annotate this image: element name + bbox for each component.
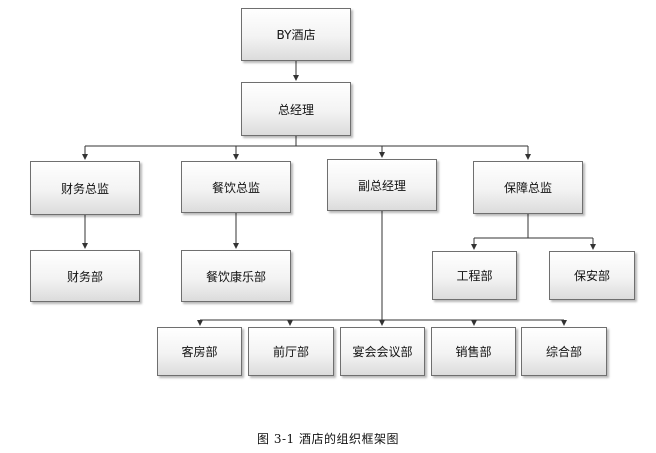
node-food-dept-label: 餐饮康乐部	[205, 269, 266, 284]
node-finance-dept-label: 财务部	[66, 269, 103, 284]
node-food-director: 餐饮总监	[181, 161, 291, 213]
node-sales-dept: 销售部	[431, 327, 516, 376]
node-general-dept-label: 综合部	[545, 345, 582, 359]
node-engineering-dept: 工程部	[432, 251, 517, 300]
node-security-director-label: 保障总监	[503, 181, 552, 195]
node-security-director: 保障总监	[473, 161, 583, 214]
node-security-dept-label: 保安部	[573, 269, 610, 283]
node-finance-dept: 财务部	[30, 250, 140, 302]
node-front-office-dept: 前厅部	[248, 327, 334, 376]
figure-caption: 图 3-1 酒店的组织框架图	[257, 432, 399, 446]
node-security-dept: 保安部	[549, 251, 635, 300]
node-general-manager: 总经理	[241, 82, 351, 136]
node-banquet-dept-label: 宴会会议部	[352, 345, 413, 359]
node-rooms-dept-label: 客房部	[181, 345, 218, 359]
node-root-label: BY酒店	[276, 28, 316, 42]
node-finance-director-label: 财务总监	[60, 181, 109, 196]
node-general-dept: 综合部	[521, 327, 607, 376]
node-finance-director: 财务总监	[30, 161, 140, 215]
node-food-director-label: 餐饮总监	[211, 180, 260, 195]
node-rooms-dept: 客房部	[157, 327, 242, 376]
node-deputy-gm-label: 副总经理	[357, 178, 406, 193]
node-deputy-gm: 副总经理	[327, 159, 437, 211]
node-front-office-dept-label: 前厅部	[272, 345, 309, 359]
node-sales-dept-label: 销售部	[455, 345, 492, 359]
node-engineering-dept-label: 工程部	[456, 269, 493, 283]
node-food-dept: 餐饮康乐部	[181, 250, 291, 302]
node-banquet-dept: 宴会会议部	[340, 327, 425, 376]
node-root: BY酒店	[241, 8, 351, 61]
node-general-manager-label: 总经理	[277, 102, 314, 117]
